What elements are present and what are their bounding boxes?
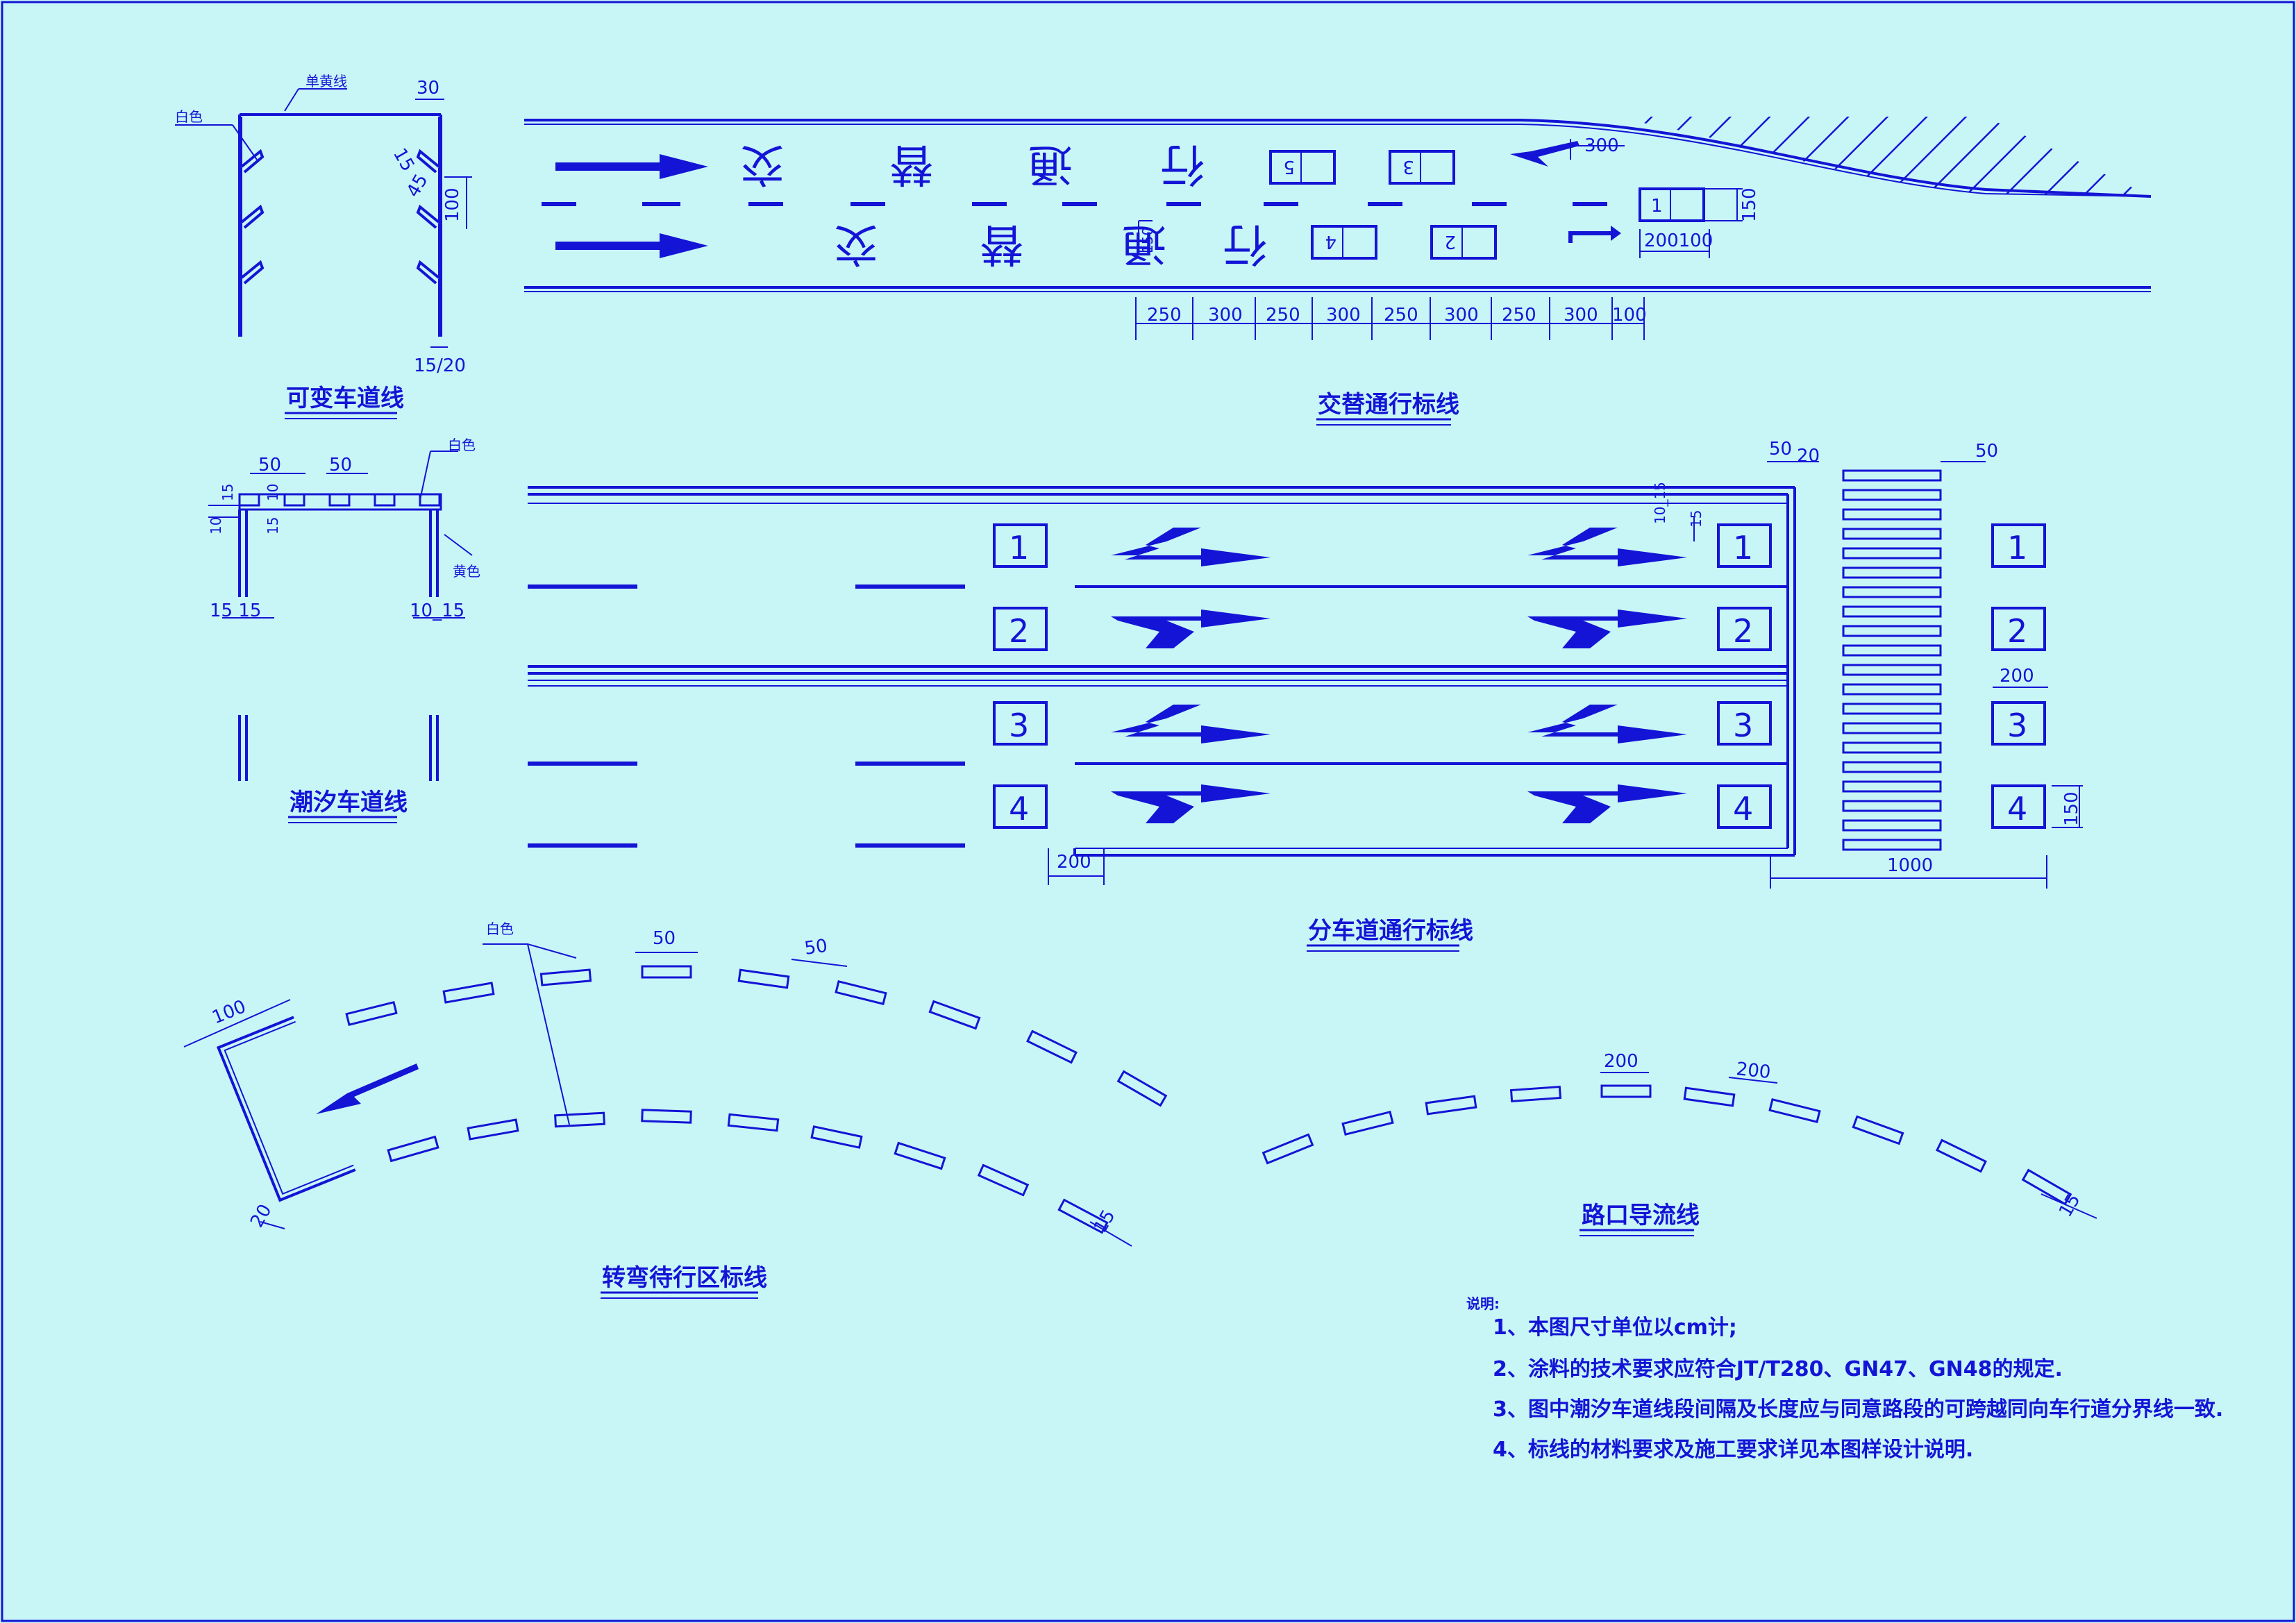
lane-3-right: 3 bbox=[1733, 707, 1753, 744]
dim-250-4: 250 bbox=[1502, 305, 1536, 326]
alternate-lane-diagram bbox=[524, 117, 2152, 340]
note-3: 3、图中潮汐车道线段间隔及长度应与同意路段的可跨越同向车行道分界线一致. bbox=[1493, 1397, 2223, 1422]
label-white-1: 白色 bbox=[175, 108, 203, 125]
char-tong-1: 通 bbox=[1028, 138, 1073, 190]
dim-300-1: 300 bbox=[1208, 305, 1243, 326]
label-white-2: 白色 bbox=[448, 437, 476, 453]
dim-50-d: 50 bbox=[1975, 441, 1998, 462]
dim-100-b: 100 bbox=[1612, 305, 1647, 326]
dim-20-a: 20 bbox=[1797, 446, 1820, 466]
char-xing-1: 行 bbox=[1160, 138, 1205, 190]
dim-10-15-a: 10_15 bbox=[410, 600, 464, 621]
dim-15-15: 15 15 bbox=[210, 600, 261, 621]
dim-50-f: 50 bbox=[803, 936, 829, 959]
dim-15-d: 15 bbox=[1688, 510, 1704, 528]
dim-250-2: 250 bbox=[1266, 305, 1300, 326]
title-intersection-guide: 路口导流线 bbox=[1582, 1202, 1700, 1229]
intersection-guide-diagram bbox=[1262, 1072, 2097, 1219]
dim-200-a: 200 bbox=[1057, 852, 1091, 873]
dim-10-b: 10 bbox=[265, 484, 281, 501]
lane-1-right: 1 bbox=[1733, 529, 1753, 566]
char-jiao-2: 交 bbox=[834, 218, 878, 269]
dim-250-3: 250 bbox=[1384, 305, 1418, 326]
turn-wait-diagram bbox=[183, 943, 1168, 1247]
lane-3-far: 3 bbox=[2007, 707, 2027, 744]
dim-15-f: 15 bbox=[2055, 1191, 2085, 1221]
char-jiao-1: 交 bbox=[740, 138, 785, 190]
dim-150-a: 150 bbox=[1739, 187, 1760, 222]
tidal-lane-diagram bbox=[208, 451, 473, 781]
box-num-1: 1 bbox=[1651, 196, 1663, 217]
lane-4-right: 4 bbox=[1733, 790, 1753, 827]
lane-4-left: 4 bbox=[1009, 790, 1029, 827]
title-lane-split: 分车道通行标线 bbox=[1308, 917, 1473, 945]
dim-300-4: 300 bbox=[1564, 305, 1598, 326]
label-white-3: 白色 bbox=[486, 920, 514, 937]
variable-lane-diagram bbox=[175, 88, 472, 348]
dim-100-a: 100 bbox=[442, 187, 463, 222]
lane-3-left: 3 bbox=[1009, 707, 1029, 744]
dim-15-b: 15 bbox=[219, 484, 236, 501]
char-ti-2: 替 bbox=[980, 218, 1024, 269]
note-2: 2、涂料的技术要求应符合JT/T280、GN47、GN48的规定. bbox=[1493, 1357, 2063, 1381]
box-num-2: 2 bbox=[1444, 231, 1456, 252]
dim-50-c: 50 bbox=[1769, 439, 1792, 460]
dim-150-c: 150 bbox=[2061, 791, 2082, 826]
dim-300-2: 300 bbox=[1326, 305, 1361, 326]
dim-300-3: 300 bbox=[1444, 305, 1479, 326]
notes-heading: 说明: bbox=[1466, 1295, 1500, 1312]
dim-30-a: 30 bbox=[417, 78, 439, 99]
lane-1-far: 1 bbox=[2007, 529, 2027, 566]
dim-20-b: 20 bbox=[246, 1201, 276, 1231]
dim-45-a: 45 bbox=[403, 171, 433, 201]
dim-50-b: 50 bbox=[329, 455, 352, 476]
lane-2-far: 2 bbox=[2007, 612, 2027, 650]
label-yellow: 黄色 bbox=[453, 563, 480, 580]
note-1: 1、本图尺寸单位以cm计; bbox=[1493, 1315, 1737, 1340]
box-num-4: 4 bbox=[1325, 231, 1336, 252]
dim-250-1: 250 bbox=[1147, 305, 1182, 326]
title-alternate-lane: 交替通行标线 bbox=[1318, 391, 1459, 419]
dim-1000: 1000 bbox=[1887, 855, 1933, 876]
dim-200-b: 200 bbox=[2000, 666, 2034, 687]
lane-2-left: 2 bbox=[1009, 612, 1029, 650]
dim-200-c: 200 bbox=[1604, 1051, 1639, 1072]
lane-split-diagram bbox=[528, 461, 2083, 889]
dim-50-e: 50 bbox=[653, 928, 676, 949]
dim-10-a: 10 bbox=[208, 517, 224, 535]
lane-2-right: 2 bbox=[1733, 612, 1753, 650]
label-single-yellow: 单黄线 bbox=[305, 73, 347, 90]
char-ti-1: 替 bbox=[889, 138, 934, 190]
box-num-3: 3 bbox=[1402, 156, 1414, 177]
dim-15-c: 15 bbox=[265, 517, 281, 535]
dim-15-20: 15/20 bbox=[414, 355, 466, 376]
box-num-5: 5 bbox=[1283, 156, 1295, 177]
dim-150-b: 150 bbox=[1139, 227, 1156, 253]
dim-200100: 200100 bbox=[1644, 230, 1713, 251]
title-variable-lane: 可变车道线 bbox=[286, 385, 404, 412]
note-4: 4、标线的材料要求及施工要求详见本图样设计说明. bbox=[1493, 1438, 1973, 1462]
title-tidal-lane: 潮汐车道线 bbox=[290, 789, 408, 816]
lane-1-left: 1 bbox=[1009, 529, 1029, 566]
dim-300-a: 300 bbox=[1584, 135, 1619, 156]
dim-15-e: 15 bbox=[1090, 1206, 1120, 1237]
title-turn-wait: 转弯待行区标线 bbox=[602, 1264, 767, 1292]
dim-10-15-b: 10_15 bbox=[1652, 482, 1668, 524]
dim-100-c: 100 bbox=[209, 996, 249, 1028]
lane-4-far: 4 bbox=[2007, 790, 2027, 827]
dim-50-a: 50 bbox=[258, 455, 281, 476]
char-tong-2: 通 bbox=[1122, 218, 1166, 269]
char-xing-2: 行 bbox=[1223, 218, 1267, 269]
dim-200-d: 200 bbox=[1735, 1059, 1772, 1083]
